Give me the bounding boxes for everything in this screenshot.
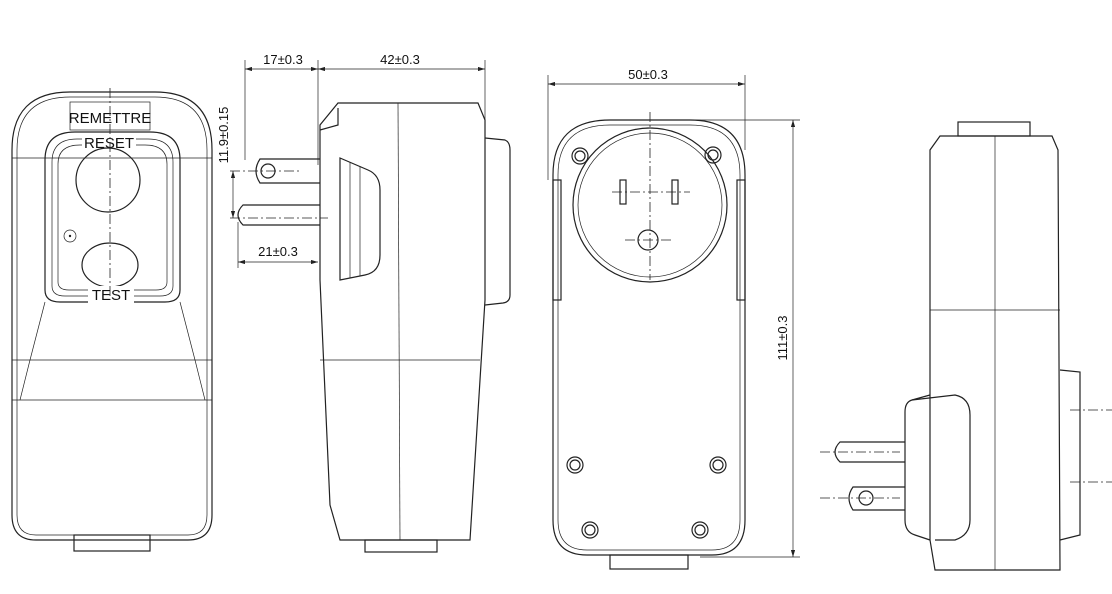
reset-label: RESET xyxy=(84,135,134,152)
dim-prong-spacing: 11.9±0.15 xyxy=(216,107,231,164)
reset-button[interactable] xyxy=(75,147,141,213)
right-side-view xyxy=(820,121,1112,571)
dim-ground-prong-length: 21±0.3 xyxy=(258,244,298,259)
dim-body-height: 111±0.3 xyxy=(775,316,790,361)
dim-body-depth: 42±0.3 xyxy=(380,52,420,67)
test-label: TEST xyxy=(92,287,130,304)
front-view: REMETTRE RESET TEST xyxy=(11,88,213,552)
face-view: 50±0.3 111±0.3 xyxy=(547,67,800,570)
side-view: 17±0.3 42±0.3 11.9±0.15 21±0.3 xyxy=(216,52,511,553)
dim-prong-length: 17±0.3 xyxy=(263,52,303,67)
dim-body-width: 50±0.3 xyxy=(628,67,668,82)
remettre-label: REMETTRE xyxy=(69,110,152,127)
